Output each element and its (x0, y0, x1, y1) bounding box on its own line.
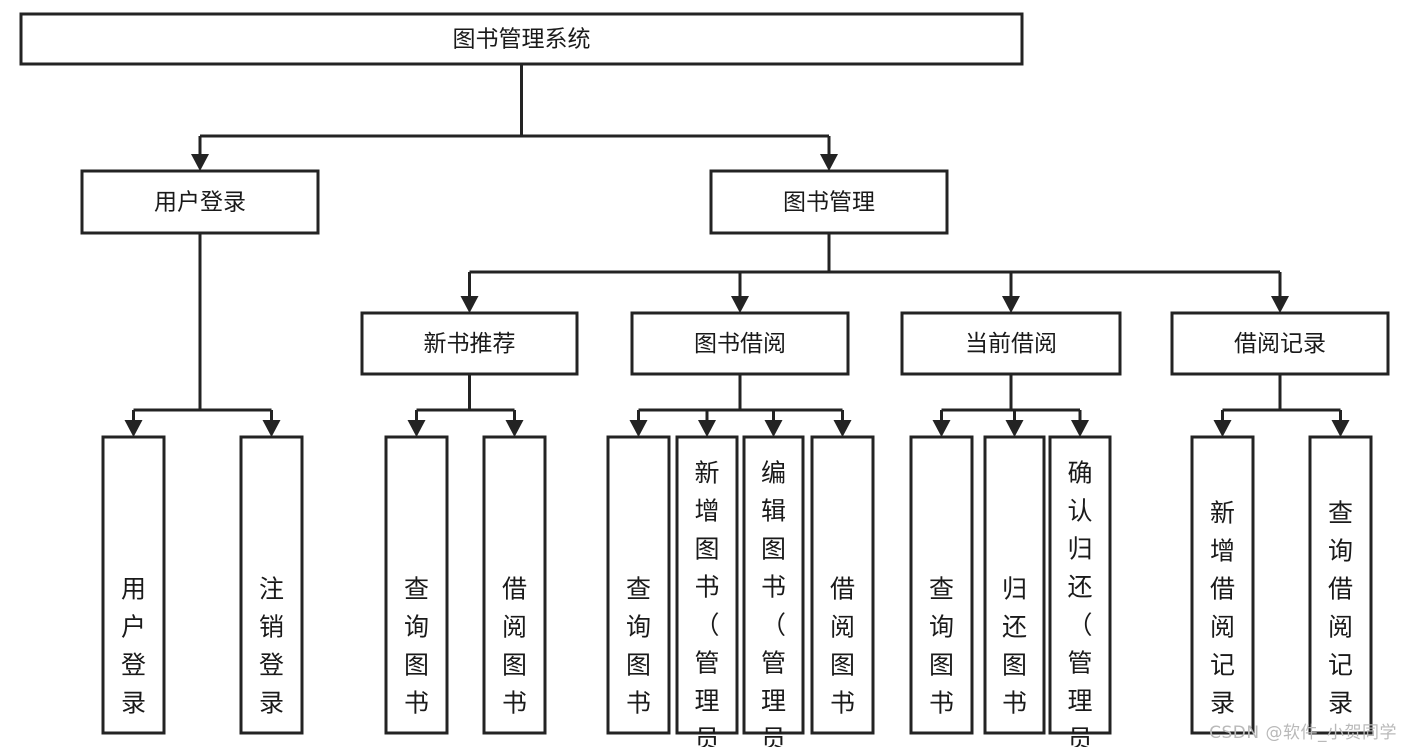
node-box-leaf-user-logout (239, 435, 304, 735)
node-label-leaf-return-book: 归还图书 (1002, 574, 1027, 717)
node-label-leaf-user-logout: 注销登录 (259, 574, 284, 717)
node-box-current-borrow (900, 311, 1122, 376)
node-box-leaf-query-record (1308, 435, 1373, 735)
arrowhead-icon-leaf-confirm-return (1071, 420, 1089, 437)
node-leaf-confirm-return[interactable]: 确认归还（管理员） (1048, 435, 1112, 747)
node-box-root (19, 12, 1024, 66)
node-label-leaf-add-book: 新增图书（管理员） (694, 458, 719, 747)
node-label-leaf-add-record: 新增借阅记录 (1210, 498, 1235, 717)
node-box-leaf-borrow-book-1 (482, 435, 547, 735)
node-label-root: 图书管理系统 (453, 27, 591, 53)
node-root[interactable]: 图书管理系统 (19, 12, 1024, 66)
node-leaf-add-book[interactable]: 新增图书（管理员） (675, 435, 739, 747)
node-label-leaf-query-book-3: 查询图书 (929, 574, 954, 717)
node-label-current-borrow: 当前借阅 (965, 331, 1057, 357)
node-leaf-query-book-3[interactable]: 查询图书 (909, 435, 974, 735)
arrowhead-icon-leaf-user-login (124, 420, 143, 437)
node-label-leaf-query-book-1: 查询图书 (404, 574, 429, 717)
node-label-book-manage: 图书管理 (783, 190, 875, 216)
node-box-book-borrow (630, 311, 850, 376)
node-leaf-edit-book[interactable]: 编辑图书（管理员） (742, 435, 805, 747)
node-box-leaf-query-book-2 (606, 435, 671, 735)
edge-group-current-borrow (932, 374, 1089, 437)
node-label-leaf-query-book-2: 查询图书 (626, 574, 651, 717)
node-user-login[interactable]: 用户登录 (80, 169, 320, 235)
arrowhead-icon-leaf-query-book-1 (407, 420, 426, 437)
node-box-leaf-query-book-1 (384, 435, 449, 735)
edge-group-book-borrow (629, 374, 852, 437)
node-leaf-borrow-book-2[interactable]: 借阅图书 (810, 435, 875, 735)
arrowhead-icon-user-login (191, 154, 209, 171)
node-leaf-borrow-book-1[interactable]: 借阅图书 (482, 435, 547, 735)
node-leaf-user-logout[interactable]: 注销登录 (239, 435, 304, 735)
node-book-manage[interactable]: 图书管理 (709, 169, 949, 235)
arrowhead-icon-leaf-user-logout (262, 420, 281, 437)
node-box-leaf-confirm-return (1048, 435, 1112, 735)
arrowhead-icon-current-borrow (1002, 296, 1020, 313)
arrowhead-icon-leaf-add-book (698, 420, 716, 437)
node-box-leaf-return-book (983, 435, 1046, 735)
node-label-book-borrow: 图书借阅 (694, 331, 786, 357)
edge-group-user-login (124, 233, 281, 437)
node-current-borrow[interactable]: 当前借阅 (900, 311, 1122, 376)
node-leaf-user-login[interactable]: 用户登录 (101, 435, 166, 735)
arrowhead-icon-leaf-add-record (1213, 420, 1232, 437)
node-box-borrow-record (1170, 311, 1390, 376)
node-label-leaf-user-login: 用户登录 (121, 574, 146, 717)
node-leaf-query-record[interactable]: 查询借阅记录 (1308, 435, 1373, 735)
edge-group-borrow-record (1213, 374, 1350, 437)
node-leaf-query-book-2[interactable]: 查询图书 (606, 435, 671, 735)
node-box-user-login (80, 169, 320, 235)
node-label-leaf-borrow-book-2: 借阅图书 (830, 574, 855, 717)
node-box-new-book-rec (360, 311, 579, 376)
node-label-leaf-query-record: 查询借阅记录 (1328, 498, 1353, 717)
arrowhead-icon-book-borrow (731, 296, 749, 313)
node-leaf-return-book[interactable]: 归还图书 (983, 435, 1046, 735)
node-leaf-query-book-1[interactable]: 查询图书 (384, 435, 449, 735)
node-label-leaf-edit-book: 编辑图书（管理员） (761, 458, 786, 747)
node-book-borrow[interactable]: 图书借阅 (630, 311, 850, 376)
node-new-book-rec[interactable]: 新书推荐 (360, 311, 579, 376)
arrowhead-icon-leaf-return-book (1005, 420, 1024, 437)
node-box-leaf-edit-book (742, 435, 805, 735)
arrowhead-icon-leaf-edit-book (764, 420, 783, 437)
node-box-leaf-borrow-book-2 (810, 435, 875, 735)
arrowhead-icon-new-book-rec (460, 296, 479, 313)
watermark-label: CSDN @软件_小贺同学 (1209, 723, 1397, 743)
node-box-book-manage (709, 169, 949, 235)
arrowhead-icon-borrow-record (1271, 296, 1289, 313)
node-box-leaf-user-login (101, 435, 166, 735)
node-label-borrow-record: 借阅记录 (1234, 331, 1326, 357)
node-borrow-record[interactable]: 借阅记录 (1170, 311, 1390, 376)
arrowhead-icon-leaf-query-book-3 (932, 420, 951, 437)
node-label-leaf-borrow-book-1: 借阅图书 (502, 574, 527, 717)
arrowhead-icon-leaf-borrow-book-1 (505, 420, 524, 437)
edge-layer (124, 64, 1350, 437)
edge-group-root (191, 64, 838, 171)
node-label-new-book-rec: 新书推荐 (424, 331, 516, 357)
arrowhead-icon-leaf-borrow-book-2 (833, 420, 852, 437)
edge-group-new-book-rec (407, 374, 524, 437)
node-box-leaf-add-record (1190, 435, 1255, 735)
node-box-leaf-query-book-3 (909, 435, 974, 735)
node-label-user-login: 用户登录 (154, 190, 246, 216)
edge-group-book-manage (460, 233, 1289, 313)
node-leaf-add-record[interactable]: 新增借阅记录 (1190, 435, 1255, 735)
node-layer: 图书管理系统用户登录图书管理新书推荐图书借阅当前借阅借阅记录用户登录注销登录查询… (19, 12, 1390, 747)
arrowhead-icon-leaf-query-book-2 (629, 420, 648, 437)
node-box-leaf-add-book (675, 435, 739, 735)
arrowhead-icon-book-manage (820, 154, 838, 171)
arrowhead-icon-leaf-query-record (1331, 420, 1350, 437)
node-label-leaf-confirm-return: 确认归还（管理员） (1067, 458, 1092, 747)
